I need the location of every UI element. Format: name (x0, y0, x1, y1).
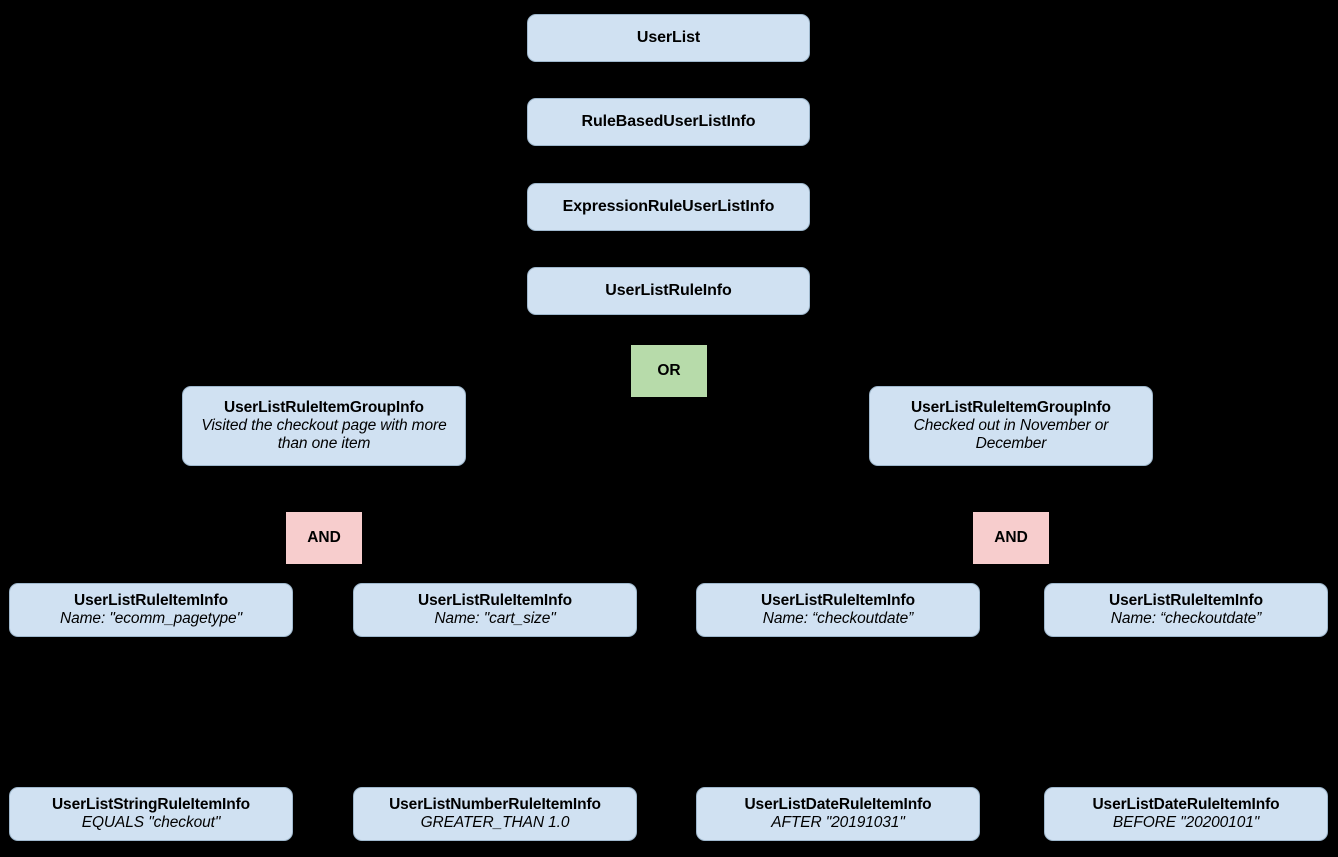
node-title: UserListDateRuleItemInfo (1092, 796, 1280, 814)
node-or-operator[interactable]: OR (631, 345, 707, 397)
node-subtitle: BEFORE "20200101" (1112, 814, 1260, 831)
node-subtitle: Visited the checkout page with more than… (201, 417, 447, 452)
node-leaf-4[interactable]: UserListDateRuleItemInfo BEFORE "2020010… (1044, 787, 1328, 841)
node-group-right[interactable]: UserListRuleItemGroupInfo Checked out in… (869, 386, 1153, 466)
node-leaf-1[interactable]: UserListStringRuleItemInfo EQUALS "check… (9, 787, 293, 841)
node-expression-rule-user-list-info[interactable]: ExpressionRuleUserListInfo (527, 183, 810, 231)
node-title: UserListNumberRuleItemInfo (389, 796, 601, 814)
node-rule-item-1[interactable]: UserListRuleItemInfo Name: "ecomm_pagety… (9, 583, 293, 637)
node-title: UserListRuleItemInfo (418, 592, 572, 610)
node-subtitle: Name: “checkoutdate” (762, 610, 914, 627)
node-title: UserListRuleInfo (605, 281, 732, 299)
node-subtitle: AFTER "20191031" (771, 814, 905, 831)
node-title: UserListRuleItemInfo (761, 592, 915, 610)
node-subtitle: Name: "cart_size" (434, 610, 556, 627)
node-and-operator-left[interactable]: AND (286, 512, 362, 564)
node-title: UserListRuleItemGroupInfo (224, 399, 424, 417)
node-rule-item-4[interactable]: UserListRuleItemInfo Name: “checkoutdate… (1044, 583, 1328, 637)
edge-and-left-to-item1 (150, 564, 301, 584)
node-title: UserListRuleItemInfo (1109, 592, 1263, 610)
and-label: AND (307, 529, 341, 547)
and-label: AND (994, 529, 1028, 547)
node-title: UserListDateRuleItemInfo (744, 796, 932, 814)
node-leaf-3[interactable]: UserListDateRuleItemInfo AFTER "20191031… (696, 787, 980, 841)
node-subtitle: Name: “checkoutdate” (1110, 610, 1262, 627)
node-rule-item-2[interactable]: UserListRuleItemInfo Name: "cart_size" (353, 583, 637, 637)
or-label: OR (657, 362, 681, 380)
node-user-list[interactable]: UserList (527, 14, 810, 62)
node-subtitle: Name: "ecomm_pagetype" (60, 610, 242, 627)
node-rule-item-3[interactable]: UserListRuleItemInfo Name: “checkoutdate… (696, 583, 980, 637)
node-user-list-rule-info[interactable]: UserListRuleInfo (527, 267, 810, 315)
node-leaf-2[interactable]: UserListNumberRuleItemInfo GREATER_THAN … (353, 787, 637, 841)
node-subtitle: Checked out in November or December (913, 417, 1109, 452)
node-group-left[interactable]: UserListRuleItemGroupInfo Visited the ch… (182, 386, 466, 466)
node-subtitle: GREATER_THAN 1.0 (420, 814, 570, 831)
node-subtitle: EQUALS "checkout" (81, 814, 221, 831)
node-and-operator-right[interactable]: AND (973, 512, 1049, 564)
edge-and-right-to-item3 (837, 564, 988, 584)
edge-and-left-to-item2 (348, 564, 496, 584)
node-title: UserListStringRuleItemInfo (51, 796, 251, 814)
node-title: UserListRuleItemInfo (74, 592, 228, 610)
edge-and-right-to-item4 (1035, 564, 1187, 584)
node-title: ExpressionRuleUserListInfo (562, 197, 775, 215)
node-title: UserList (636, 28, 701, 46)
node-title: RuleBasedUserListInfo (581, 112, 756, 130)
node-title: UserListRuleItemGroupInfo (911, 399, 1111, 417)
node-rule-based-user-list-info[interactable]: RuleBasedUserListInfo (527, 98, 810, 146)
